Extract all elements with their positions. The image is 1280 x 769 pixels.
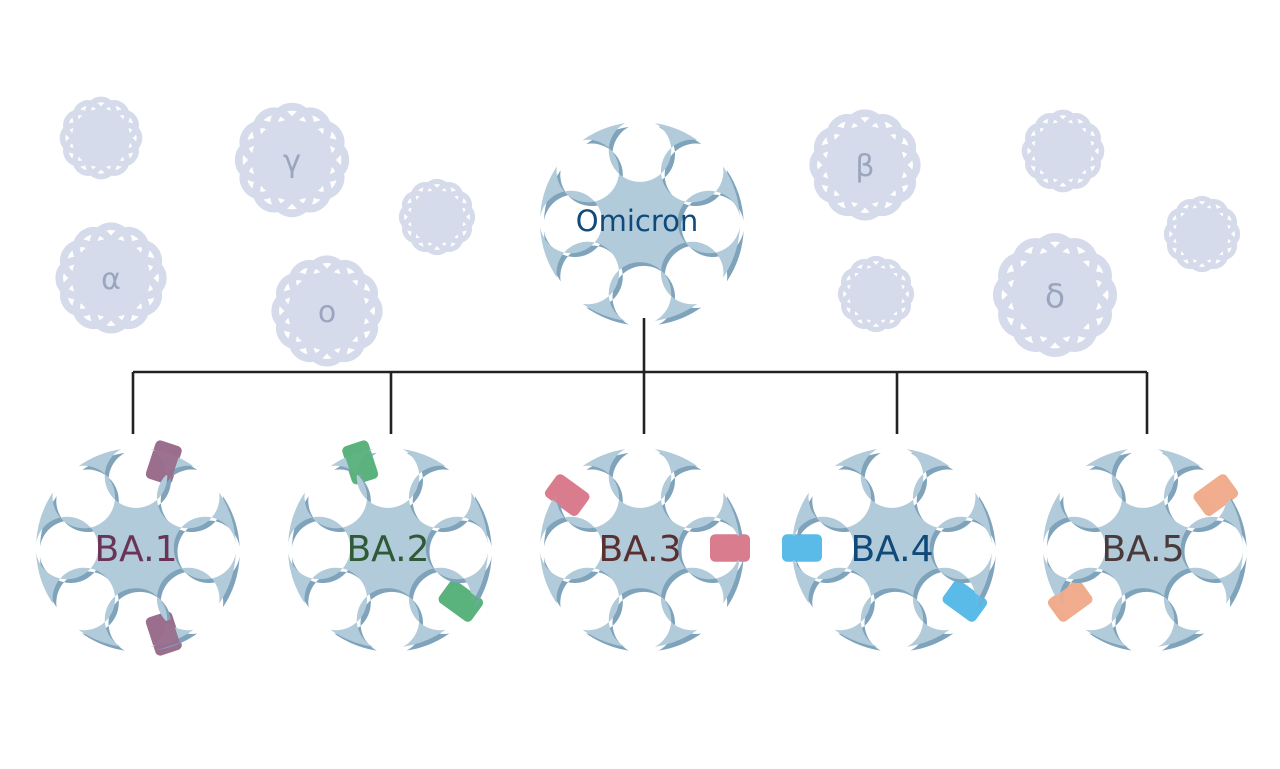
mutation-spike-tip (148, 445, 180, 477)
background-virus: δ (1012, 252, 1097, 337)
lineage-tree (131, 318, 1149, 434)
subvariant-ba1 (36, 440, 240, 656)
subvariant-label: BA.4 (850, 529, 933, 570)
background-virus: ο (289, 273, 365, 349)
subvariant-label: BA.5 (1101, 529, 1184, 570)
mutation-spike-tip (1051, 584, 1087, 620)
background-virus: α (73, 240, 149, 316)
background-virus-label: α (101, 262, 121, 297)
background-virus-label: γ (283, 144, 301, 180)
subvariant-label: BA.3 (598, 529, 681, 570)
mutation-spike-tip (948, 584, 984, 620)
mutation-spike-tip (1199, 476, 1235, 512)
background-virus-label: ο (318, 295, 336, 330)
mutation-spike-tip (148, 619, 180, 651)
subvariant-row: BA.1 BA.2 BA.3 BA.4 BA.5 (36, 440, 1247, 656)
subvariant-label: BA.1 (94, 529, 177, 570)
mutation-spike-tip (344, 445, 376, 477)
mutation-spike-tip (548, 476, 584, 512)
subvariant-ba4 (782, 449, 996, 651)
subvariant-ba3 (540, 449, 750, 651)
omicron-label: Omicron (576, 204, 699, 238)
background-virus-label: β (855, 149, 874, 184)
subvariant-label: BA.2 (346, 529, 429, 570)
background-virus (411, 191, 463, 243)
background-virus (850, 268, 902, 320)
subvariant-ba2 (288, 440, 492, 651)
mutation-spike-tip (718, 535, 744, 561)
mutation-spike-tip (788, 535, 814, 561)
background-virus: γ (253, 121, 331, 199)
mutation-spike-tip (444, 584, 480, 620)
background-virus-label: δ (1045, 276, 1065, 315)
background-virus (73, 110, 130, 167)
background-virus (1176, 208, 1228, 260)
background-variants: γ β α ο δ (73, 110, 1229, 349)
subvariant-ba5 (1043, 449, 1247, 651)
background-virus: β (827, 127, 903, 203)
background-virus (1035, 123, 1092, 180)
